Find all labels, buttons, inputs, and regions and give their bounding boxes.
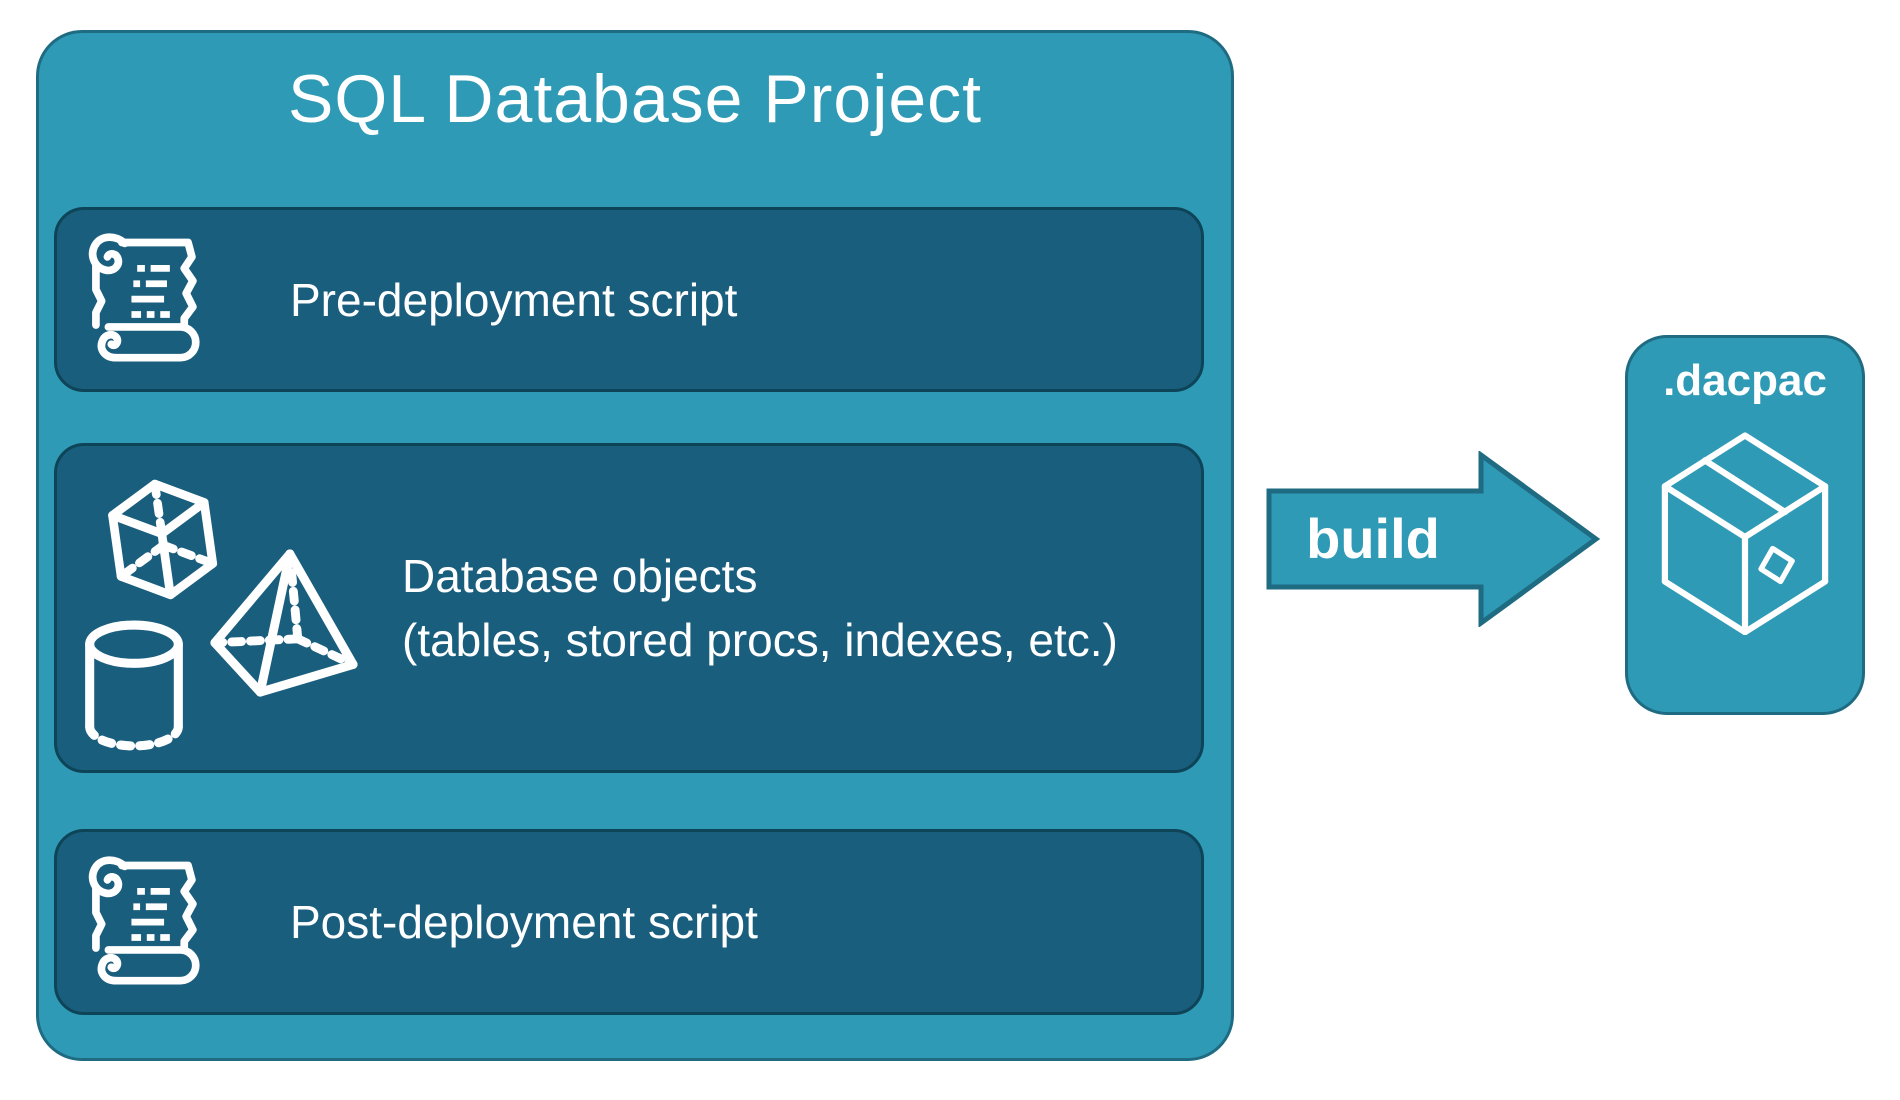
post-deployment-box: Post-deployment script — [54, 829, 1204, 1015]
scroll-icon — [88, 856, 200, 985]
sql-database-project-panel: SQL Database Project Pre- — [36, 30, 1234, 1061]
dacpac-panel: .dacpac — [1625, 335, 1865, 715]
database-objects-label: Database objects — [402, 550, 758, 602]
scroll-icon — [88, 233, 200, 362]
pre-deployment-label: Pre-deployment script — [290, 273, 738, 326]
package-icon — [1661, 432, 1829, 635]
post-deployment-label: Post-deployment script — [290, 896, 758, 948]
database-objects-sublabel: (tables, stored procs, indexes, etc.) — [402, 614, 1118, 666]
cylinder-icon — [85, 620, 183, 751]
project-title: SQL Database Project — [287, 61, 983, 137]
pyramid-icon — [210, 549, 358, 697]
database-objects-box: Database objects (tables, stored procs, … — [54, 443, 1204, 773]
pre-deployment-box: Pre-deployment script — [54, 207, 1204, 392]
build-arrow-label: build — [1306, 506, 1440, 570]
dacpac-label: .dacpac — [1663, 356, 1827, 405]
cube-icon — [108, 479, 218, 600]
build-arrow-icon — [1266, 451, 1600, 627]
